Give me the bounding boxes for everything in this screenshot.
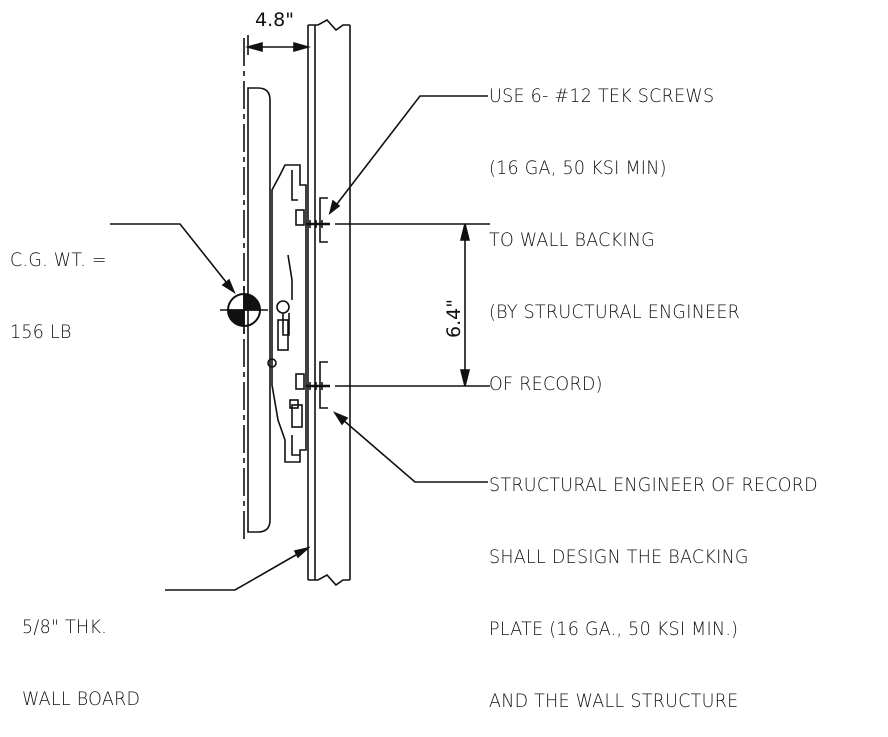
mount-section-drawing: 4.8" 6.4" <box>110 9 490 591</box>
note-screws: USE 6- #12 TEK SCREWS (16 GA, 50 KSI MIN… <box>489 36 740 420</box>
note-screws-line: (BY STRUCTURAL ENGINEER <box>489 301 741 323</box>
note-screws-line: TO WALL BACKING <box>489 229 656 251</box>
leader-screws <box>328 95 488 216</box>
note-cg-line: 156 LB <box>10 321 72 343</box>
note-backing-line: AND THE WALL STRUCTURE <box>489 690 739 712</box>
note-backing-line: PLATE (16 GA., 50 KSI MIN.) <box>489 618 739 640</box>
tek-screw-lower <box>306 382 330 390</box>
center-of-gravity-symbol <box>220 286 268 334</box>
tek-screw-upper <box>306 220 330 228</box>
note-wallboard-line: WALL BOARD <box>22 688 141 710</box>
backing-channels <box>319 197 328 409</box>
note-backing: STRUCTURAL ENGINEER OF RECORD SHALL DESI… <box>489 425 818 737</box>
offset-dimension-label: 4.8" <box>255 9 294 31</box>
dimension-offset <box>245 35 311 55</box>
note-wallboard: 5/8" THK. WALL BOARD <box>22 567 140 735</box>
note-cg-line: C.G. WT. = <box>10 249 107 271</box>
wall-section <box>307 18 351 587</box>
note-screws-line: USE 6- #12 TEK SCREWS <box>489 85 715 107</box>
leader-cg <box>110 223 236 295</box>
note-backing-line: STRUCTURAL ENGINEER OF RECORD <box>489 474 818 496</box>
note-screws-line: (16 GA, 50 KSI MIN) <box>489 157 667 179</box>
note-screws-line: OF RECORD) <box>489 373 603 395</box>
note-backing-line: SHALL DESIGN THE BACKING <box>489 546 749 568</box>
dimension-screw-spacing <box>335 223 490 387</box>
leader-wallboard <box>165 546 311 591</box>
note-wallboard-line: 5/8" THK. <box>22 616 108 638</box>
spacing-dimension-label: 6.4" <box>443 299 465 338</box>
mount-bracket <box>267 164 307 463</box>
leader-backing <box>332 411 488 483</box>
note-cg-weight: C.G. WT. = 156 LB <box>10 200 107 368</box>
display-panel <box>243 38 271 540</box>
